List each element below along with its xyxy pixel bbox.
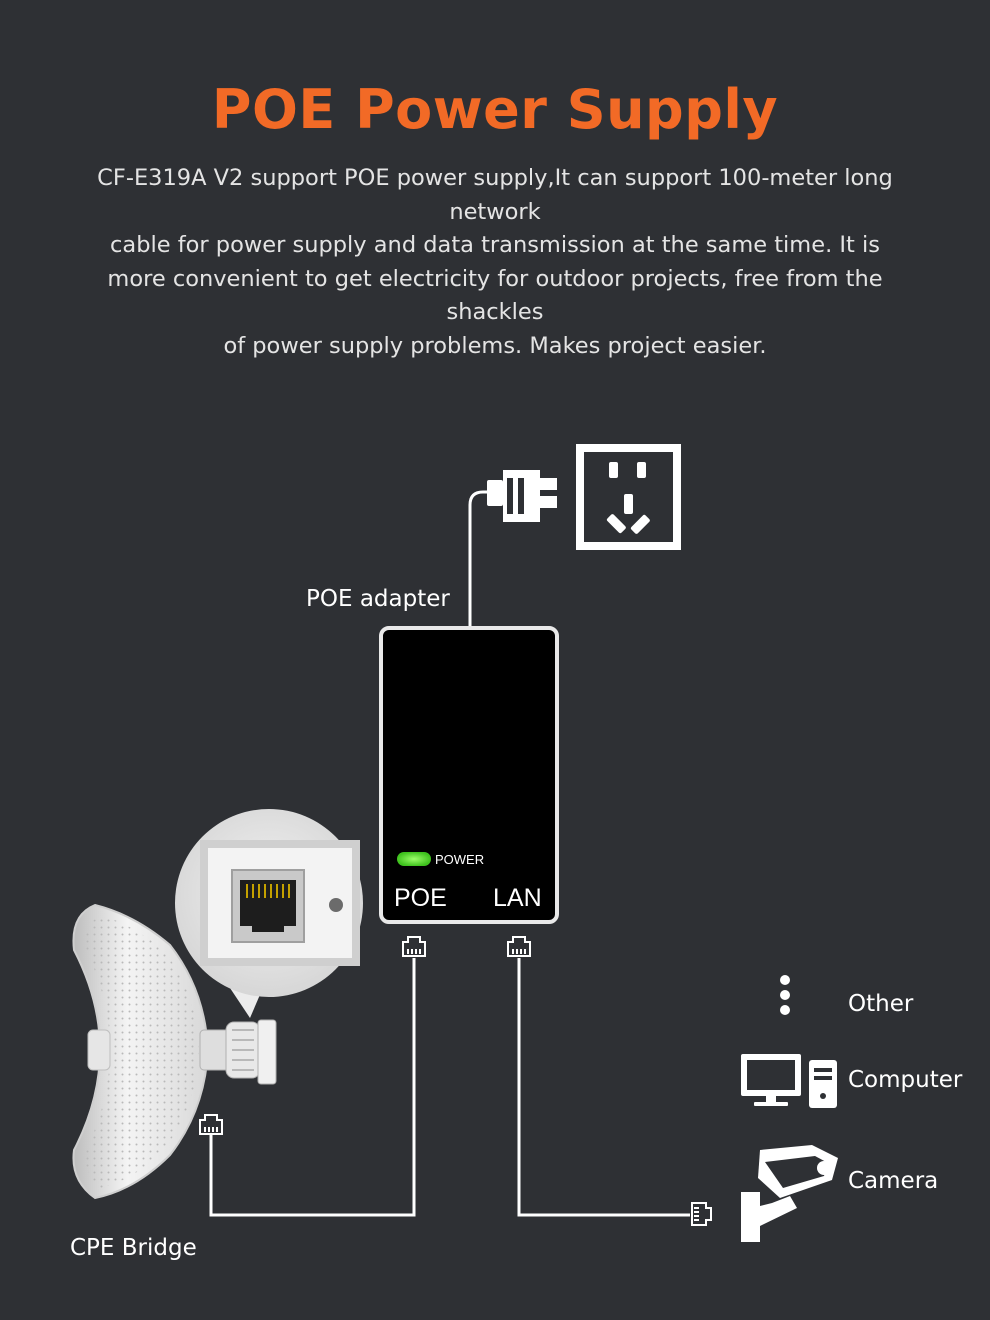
- power-led: [397, 852, 431, 866]
- description-line-4: of power supply problems. Makes project …: [223, 332, 767, 359]
- port-zoom-callout: [175, 809, 363, 1018]
- description: CF-E319A V2 support POE power supply,It …: [70, 162, 920, 363]
- ethernet-connector-icon: [691, 1202, 712, 1226]
- ethernet-connector-icon: [507, 936, 531, 957]
- power-plug-icon: [487, 470, 557, 522]
- other-label: Other: [848, 991, 914, 1017]
- poe-cable: [209, 958, 416, 1217]
- poe-adapter-box: POWER POE LAN: [379, 626, 559, 924]
- power-label: POWER: [435, 852, 484, 867]
- power-cable: [468, 490, 492, 628]
- camera-label: Camera: [848, 1168, 939, 1194]
- cpe-bridge-label: CPE Bridge: [70, 1235, 197, 1261]
- lan-port-label: LAN: [493, 884, 542, 912]
- description-line-2: cable for power supply and data transmis…: [110, 232, 880, 258]
- ethernet-connector-icon: [402, 936, 426, 957]
- computer-label: Computer: [848, 1067, 963, 1093]
- camera-icon: [741, 1145, 838, 1242]
- wall-socket-icon: [576, 444, 681, 550]
- lan-cable: [517, 958, 690, 1217]
- cables: [209, 490, 690, 1217]
- ethernet-connector-icon: [199, 1114, 223, 1135]
- poe-adapter-label: POE adapter: [306, 586, 450, 612]
- description-line-1: CF-E319A V2 support POE power supply,It …: [97, 165, 893, 225]
- description-line-3: more convenient to get electricity for o…: [107, 265, 883, 326]
- poe-port-label: POE: [394, 884, 447, 912]
- cpe-bridge-device: [72, 903, 277, 1200]
- computer-icon: [741, 1054, 837, 1108]
- page-title: POE Power Supply: [211, 78, 779, 141]
- more-dots-icon: [780, 975, 790, 1015]
